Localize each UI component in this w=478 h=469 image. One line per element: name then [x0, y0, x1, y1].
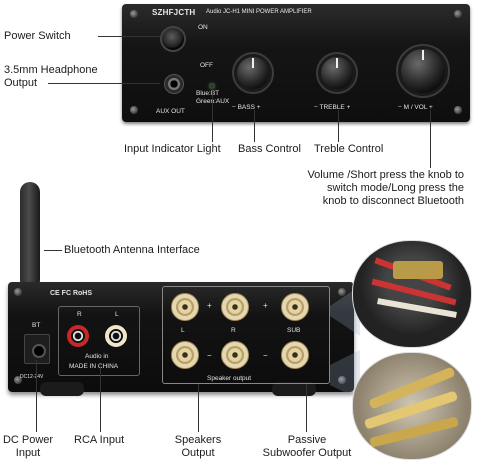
screw — [14, 376, 22, 384]
treble-knob[interactable] — [316, 52, 358, 94]
volume-knob[interactable] — [396, 44, 450, 98]
volume-label: − M / VOL + — [398, 104, 433, 111]
leader-line — [338, 110, 339, 142]
screw — [338, 376, 346, 384]
passive-sub-callout-line1: Passive — [287, 434, 327, 446]
rca-cable-photo — [352, 240, 472, 348]
input-indicator-callout: Input Indicator Light — [124, 143, 221, 155]
plus-sign: + — [207, 301, 212, 310]
leader-line — [48, 83, 160, 84]
bass-control-callout: Bass Control — [238, 143, 301, 155]
minus-sign: − — [263, 351, 268, 360]
speaker-r-label: R — [231, 327, 236, 334]
treble-label: − TREBLE + — [314, 104, 351, 111]
brand-name: SZHFJCTH — [152, 8, 196, 17]
speaker-post-right-minus[interactable] — [221, 341, 249, 369]
screw — [14, 288, 22, 296]
aux-out-label: AUX OUT — [156, 108, 185, 115]
speakers-output-callout-line2: Output — [181, 447, 215, 459]
rca-input-panel: R L Audio in MADE IN CHINA — [58, 306, 140, 376]
sub-label: SUB — [287, 327, 301, 334]
screw — [130, 106, 138, 114]
power-switch[interactable] — [160, 26, 186, 52]
certification-marks: CE FC RoHS — [50, 290, 92, 297]
bass-label: − BASS + — [232, 104, 261, 111]
speaker-output-label: Speaker output — [207, 375, 252, 382]
speaker-post-left-minus[interactable] — [171, 341, 199, 369]
volume-callout-line2: switch mode/Long press the — [327, 182, 464, 194]
audio-in-label: Audio in — [85, 353, 109, 360]
leader-line — [100, 366, 101, 432]
bt-antenna-callout: Bluetooth Antenna Interface — [64, 244, 200, 256]
led-label-bt: Blue:BT — [196, 90, 220, 97]
sub-post-plus[interactable] — [281, 293, 309, 321]
treble-control-callout: Treble Control — [314, 143, 384, 155]
speakers-output-callout-line1: Speakers — [174, 434, 222, 446]
leader-line — [98, 36, 160, 37]
screw — [130, 10, 138, 18]
banana-plug-photo — [352, 352, 472, 460]
rca-left-jack[interactable] — [105, 325, 127, 347]
leader-line — [254, 110, 255, 142]
screw — [454, 106, 462, 114]
plus-sign: + — [263, 301, 268, 310]
leader-line — [306, 384, 307, 432]
rca-l-label: L — [115, 311, 119, 318]
leader-line — [36, 360, 37, 432]
volume-callout-line1: Volume /Short press the knob to — [307, 169, 464, 181]
leader-line — [430, 110, 431, 168]
dc-power-jack[interactable] — [24, 334, 50, 364]
rubber-foot — [40, 382, 84, 396]
made-in-label: MADE IN CHINA — [69, 363, 119, 370]
sub-post-minus[interactable] — [281, 341, 309, 369]
amplifier-front-panel: SZHFJCTH Audio JC-H1 MINI POWER AMPLIFIE… — [122, 4, 470, 122]
headphone-callout-line2: Output — [4, 77, 38, 89]
bass-knob[interactable] — [232, 52, 274, 94]
bluetooth-antenna — [20, 182, 40, 290]
on-label: ON — [198, 24, 208, 31]
leader-line — [212, 86, 213, 142]
headphone-jack[interactable] — [164, 74, 184, 94]
dc-power-callout-line1: DC Power — [2, 434, 54, 446]
screw — [454, 10, 462, 18]
rca-input-callout: RCA Input — [74, 434, 125, 446]
speaker-l-label: L — [181, 327, 185, 334]
speaker-post-left-plus[interactable] — [171, 293, 199, 321]
screw — [338, 288, 346, 296]
bt-label: BT — [32, 322, 41, 329]
passive-sub-callout-line2: Subwoofer Output — [262, 447, 352, 459]
rca-right-jack[interactable] — [67, 325, 89, 347]
power-switch-callout: Power Switch — [4, 30, 71, 42]
model-name: Audio JC-H1 MINI POWER AMPLIFIER — [206, 9, 312, 15]
headphone-callout-line1: 3.5mm Headphone — [4, 64, 98, 76]
leader-dot — [210, 84, 214, 88]
minus-sign: − — [207, 351, 212, 360]
leader-line — [44, 250, 62, 251]
rubber-foot — [272, 382, 316, 396]
dc-voltage-label: DC12-24V — [20, 374, 44, 380]
rca-r-label: R — [77, 311, 82, 318]
off-label: OFF — [200, 62, 213, 69]
volume-callout-line3: knob to disconnect Bluetooth — [322, 195, 464, 207]
dc-power-callout-line2: Input — [15, 447, 41, 459]
leader-line — [198, 384, 199, 432]
speaker-output-panel: + − L R + − SUB Speaker output — [162, 286, 330, 384]
speaker-post-right-plus[interactable] — [221, 293, 249, 321]
